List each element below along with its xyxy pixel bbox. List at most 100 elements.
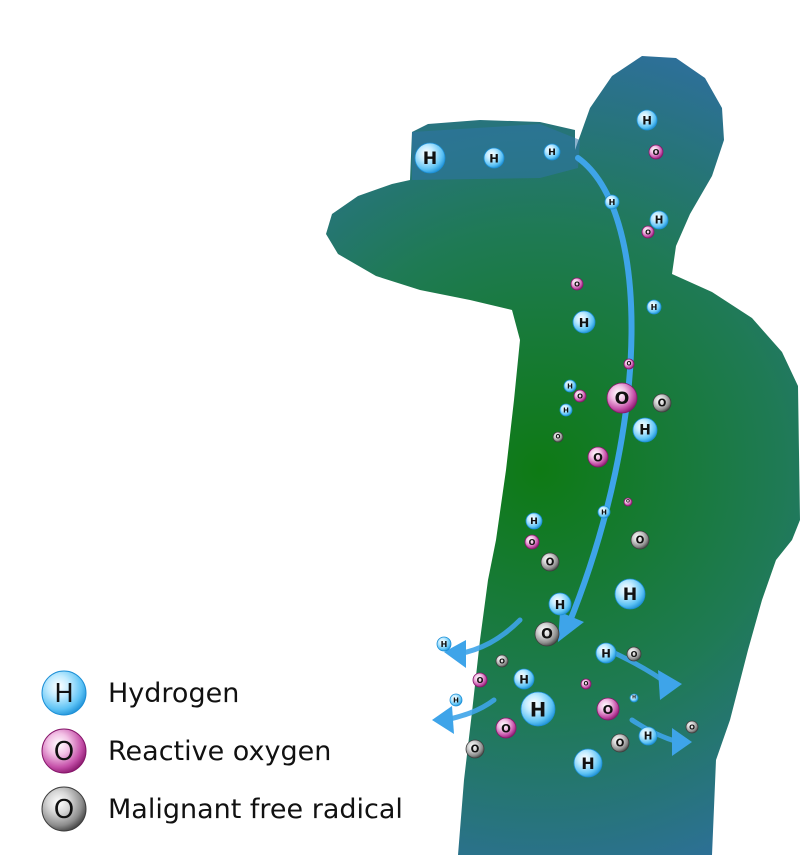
hydrogen-molecule-symbol: H (441, 640, 448, 649)
free-radical-molecule-symbol: O (541, 627, 553, 643)
legend-item-free-radical: O Malignant free radical (40, 784, 403, 834)
free-radical-molecule-symbol: O (689, 723, 695, 731)
hydrogen-molecule-symbol: H (642, 114, 652, 128)
free-radical-molecule: O (465, 739, 485, 759)
svg-text:H: H (54, 679, 74, 709)
hydrogen-molecule-symbol: H (489, 152, 499, 166)
free-radical-molecule: O (630, 530, 650, 550)
hydrogen-molecule: H (436, 636, 452, 652)
reactive-oxygen-molecule: O (641, 225, 655, 239)
hydrogen-molecule: H (513, 668, 535, 690)
hydrogen-molecule-symbol: H (632, 695, 636, 701)
svg-text:O: O (54, 737, 74, 767)
hydrogen-molecule: H (414, 142, 446, 174)
reactive-oxygen-icon: O (41, 728, 87, 774)
flow-arrow-icon (432, 155, 692, 756)
free-radical-molecule: O (495, 654, 509, 668)
hydrogen-molecule: H (597, 505, 611, 519)
reactive-oxygen-molecule: O (623, 497, 633, 507)
hydrogen-molecule: H (525, 512, 543, 530)
free-radical-molecule-symbol: O (556, 434, 561, 440)
free-radical-molecule-symbol: O (631, 650, 638, 659)
reactive-oxygen-molecule: O (580, 678, 592, 690)
hydrogen-molecule-symbol: H (563, 406, 569, 414)
legend-item-hydrogen: H Hydrogen (40, 668, 239, 718)
free-radical-molecule-symbol: O (546, 556, 555, 568)
hydrogen-molecule-symbol: H (519, 673, 529, 687)
hydrogen-molecule: H (548, 592, 572, 616)
hydrogen-molecule: H (638, 726, 658, 746)
reactive-oxygen-molecule: O (648, 144, 664, 160)
hydrogen-molecule: H (636, 109, 658, 131)
hydrogen-molecule: H (563, 379, 577, 393)
hydrogen-molecule-symbol: H (601, 647, 611, 661)
hydrogen-molecule-symbol: H (567, 382, 573, 390)
free-radical-molecule: O (552, 431, 564, 443)
hydrogen-molecule-symbol: H (655, 214, 664, 226)
hydrogen-molecule-symbol: H (644, 730, 653, 742)
reactive-oxygen-molecule-symbol: O (574, 280, 580, 288)
hydrogen-molecule-symbol: H (453, 696, 459, 704)
legend: H Hydrogen O Reactive oxygen O Malignant… (40, 668, 440, 848)
free-radical-molecule: O (626, 646, 642, 662)
free-radical-molecule: O (685, 720, 699, 734)
person-silhouette-icon (326, 56, 800, 855)
hydrogen-molecule-symbol: H (423, 149, 437, 169)
free-radical-molecule: O (610, 733, 630, 753)
hydrogen-molecule-symbol: H (601, 508, 607, 516)
reactive-oxygen-molecule-symbol: O (584, 681, 589, 687)
hydrogen-molecule-symbol: H (651, 303, 658, 312)
hydrogen-molecule: H (520, 691, 556, 727)
hydrogen-molecule-symbol: H (548, 147, 556, 158)
free-radical-molecule-symbol: O (471, 743, 480, 755)
hydrogen-molecule-symbol: H (555, 597, 566, 612)
reactive-oxygen-molecule: O (570, 277, 584, 291)
free-radical-molecule-symbol: O (636, 534, 645, 546)
free-radical-icon: O (41, 786, 87, 832)
hydrogen-molecule: H (449, 693, 463, 707)
hydrogen-molecule-symbol: H (530, 698, 546, 721)
hydrogen-molecule: H (646, 299, 662, 315)
hydrogen-molecule: H (604, 194, 620, 210)
hydrogen-molecule: H (572, 310, 596, 334)
reactive-oxygen-molecule-symbol: O (603, 702, 614, 717)
reactive-oxygen-molecule: O (472, 672, 488, 688)
hydrogen-molecule-symbol: H (609, 198, 616, 207)
reactive-oxygen-molecule-symbol: O (529, 538, 536, 547)
reactive-oxygen-molecule-symbol: O (626, 499, 630, 505)
free-radical-molecule: O (534, 621, 560, 647)
svg-text:O: O (54, 795, 74, 825)
reactive-oxygen-molecule: O (623, 358, 635, 370)
reactive-oxygen-molecule: O (596, 697, 620, 721)
reactive-oxygen-molecule-symbol: O (593, 451, 603, 465)
hydrogen-molecule: H (614, 578, 646, 610)
hydrogen-icon: H (41, 670, 87, 716)
reactive-oxygen-molecule-symbol: O (627, 361, 632, 367)
hydrogen-molecule: H (559, 403, 573, 417)
legend-label-reactive-oxygen: Reactive oxygen (108, 735, 332, 767)
hydrogen-molecule: H (543, 143, 561, 161)
hydrogen-molecule: H (632, 417, 658, 443)
hydrogen-molecule-symbol: H (581, 754, 594, 773)
legend-item-reactive-oxygen: O Reactive oxygen (40, 726, 331, 776)
hydrogen-molecule: H (483, 147, 505, 169)
free-radical-molecule-symbol: O (616, 737, 625, 749)
reactive-oxygen-molecule-symbol: O (645, 228, 651, 236)
reactive-oxygen-molecule: O (524, 534, 540, 550)
reactive-oxygen-molecule-symbol: O (477, 676, 484, 685)
hydrogen-molecule: H (649, 210, 669, 230)
legend-label-free-radical: Malignant free radical (108, 793, 403, 825)
reactive-oxygen-molecule-symbol: O (577, 392, 583, 400)
reactive-oxygen-molecule-symbol: O (653, 148, 660, 157)
hydrogen-molecule-symbol: H (639, 423, 651, 439)
reactive-oxygen-molecule: O (587, 446, 609, 468)
hydrogen-molecule: H (573, 748, 603, 778)
legend-label-hydrogen: Hydrogen (108, 677, 240, 709)
reactive-oxygen-molecule: O (495, 717, 517, 739)
reactive-oxygen-molecule-symbol: O (615, 389, 630, 409)
free-radical-molecule: O (540, 552, 560, 572)
free-radical-molecule-symbol: O (499, 657, 505, 665)
hydrogen-molecule-symbol: H (530, 516, 538, 527)
hydrogen-molecule: H (595, 642, 617, 664)
